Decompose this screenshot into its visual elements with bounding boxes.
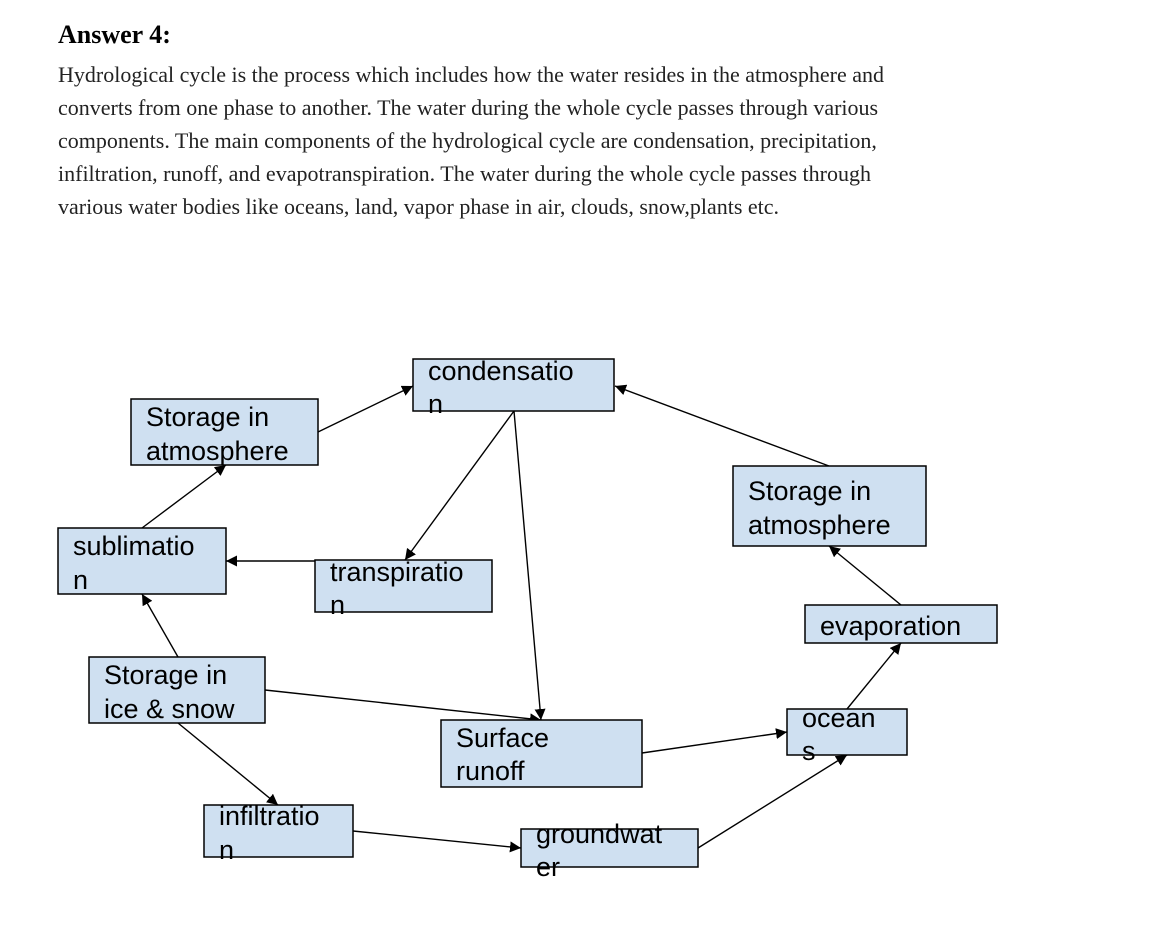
node-label: infiltratio (219, 801, 320, 831)
arrow-condensation-to-surface-runoff (513, 410, 546, 721)
arrow-storage-ice-to-infiltration (177, 722, 279, 806)
arrow-sublimation-to-storage-atm-left (141, 464, 227, 529)
node-infiltration: infiltratio n (203, 801, 354, 865)
node-transpiration: transpiration (314, 557, 493, 620)
edges-layer (141, 384, 902, 853)
node-label: n (330, 590, 345, 620)
node-box (57, 527, 227, 595)
node-label: sublimatio (73, 531, 195, 561)
node-storage-atm-left: Storage in atmosphere (130, 398, 319, 466)
arrow-groundwater-to-oceans (697, 754, 848, 849)
node-label: Storage in (104, 660, 227, 690)
node-label: er (536, 852, 560, 882)
node-label: runoff (456, 756, 525, 786)
node-label: atmosphere (146, 436, 289, 466)
node-box (440, 719, 643, 788)
node-box (786, 708, 908, 756)
arrow-storage-atm-right-to-condensation (614, 384, 830, 467)
paragraph-line: various water bodies like oceans, land, … (58, 194, 780, 219)
node-label: n (219, 835, 234, 865)
node-box (314, 559, 493, 613)
node-storage-atm-right: Storage in atmosphere (732, 465, 927, 547)
arrow-oceans-to-evaporation (846, 642, 902, 710)
arrow-condensation-to-transpiration (404, 410, 515, 561)
node-sublimation: sublimatio n (57, 527, 227, 595)
paragraph-line: Hydrological cycle is the process which … (58, 62, 884, 87)
node-label: ocean (802, 703, 876, 733)
node-label: transpiratio (330, 557, 464, 587)
node-storage-ice: Storage in ice & snow (88, 656, 266, 724)
node-label: atmosphere (748, 510, 891, 540)
node-label: groundwat (536, 819, 663, 849)
arrow-infiltration-to-groundwater (352, 830, 522, 853)
node-label: s (802, 736, 816, 766)
arrow-storage-atm-left-to-condensation (317, 385, 414, 433)
arrow-storage-ice-to-sublimation (141, 593, 179, 658)
node-label: Storage in (748, 476, 871, 506)
node-label: n (428, 389, 443, 419)
paragraph-line: converts from one phase to another. The … (58, 95, 879, 120)
node-label: condensatio (428, 356, 574, 386)
answer-heading: Answer 4: (58, 20, 171, 49)
node-box (203, 804, 354, 858)
node-box (88, 656, 266, 724)
node-oceans: oceans (786, 703, 908, 766)
arrow-surface-runoff-to-oceans (641, 728, 788, 754)
arrow-storage-ice-to-surface-runoff (264, 689, 542, 725)
node-label: n (73, 565, 88, 595)
node-label: evaporation (820, 611, 961, 641)
paragraph-line: components. The main components of the h… (58, 128, 877, 153)
node-box (804, 604, 998, 644)
arrow-evaporation-to-storage-atm-right (828, 545, 902, 606)
node-box (520, 828, 699, 868)
node-condensation: condensation (412, 356, 615, 419)
node-label: Surface (456, 723, 549, 753)
node-label: Storage in (146, 402, 269, 432)
answer-paragraph: Hydrological cycle is the process which … (58, 58, 1058, 223)
paragraph-line: infiltration, runoff, and evapotranspira… (58, 161, 871, 186)
node-evaporation: evaporation (804, 604, 998, 644)
node-box (412, 358, 615, 412)
node-box (732, 465, 927, 547)
node-box (130, 398, 319, 466)
node-label: ice & snow (104, 694, 235, 724)
